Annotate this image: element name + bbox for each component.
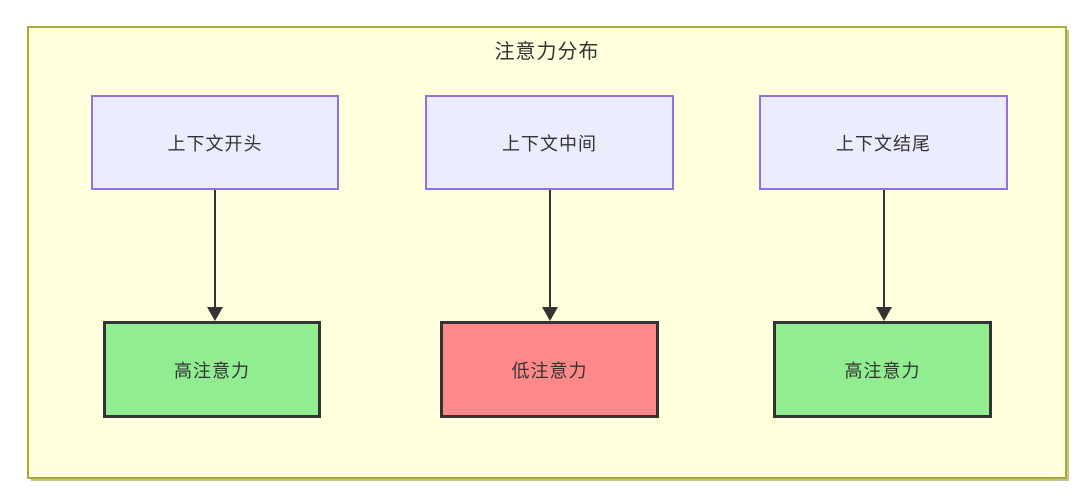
source-node-context-middle: 上下文中间 bbox=[425, 95, 674, 190]
arrow-down-icon bbox=[876, 190, 892, 321]
diagram-title: 注意力分布 bbox=[494, 41, 600, 63]
source-node-context-end: 上下文结尾 bbox=[759, 95, 1008, 190]
arrow-head-icon bbox=[207, 307, 223, 321]
target-node-low-attention: 低注意力 bbox=[440, 321, 659, 418]
arrow-down-icon bbox=[207, 190, 223, 321]
arrow-shaft bbox=[214, 190, 216, 309]
arrow-shaft bbox=[549, 190, 551, 309]
arrow-head-icon bbox=[542, 307, 558, 321]
arrow-down-icon bbox=[542, 190, 558, 321]
target-node-high-attention-1: 高注意力 bbox=[103, 321, 321, 418]
diagram-frame: 注意力分布 上下文开头 上下文中间 上下文结尾 高注意力 低注意力 高注意力 bbox=[27, 26, 1067, 479]
source-node-context-beginning: 上下文开头 bbox=[91, 95, 339, 190]
target-node-high-attention-2: 高注意力 bbox=[773, 321, 992, 418]
arrow-head-icon bbox=[876, 307, 892, 321]
arrow-shaft bbox=[883, 190, 885, 309]
